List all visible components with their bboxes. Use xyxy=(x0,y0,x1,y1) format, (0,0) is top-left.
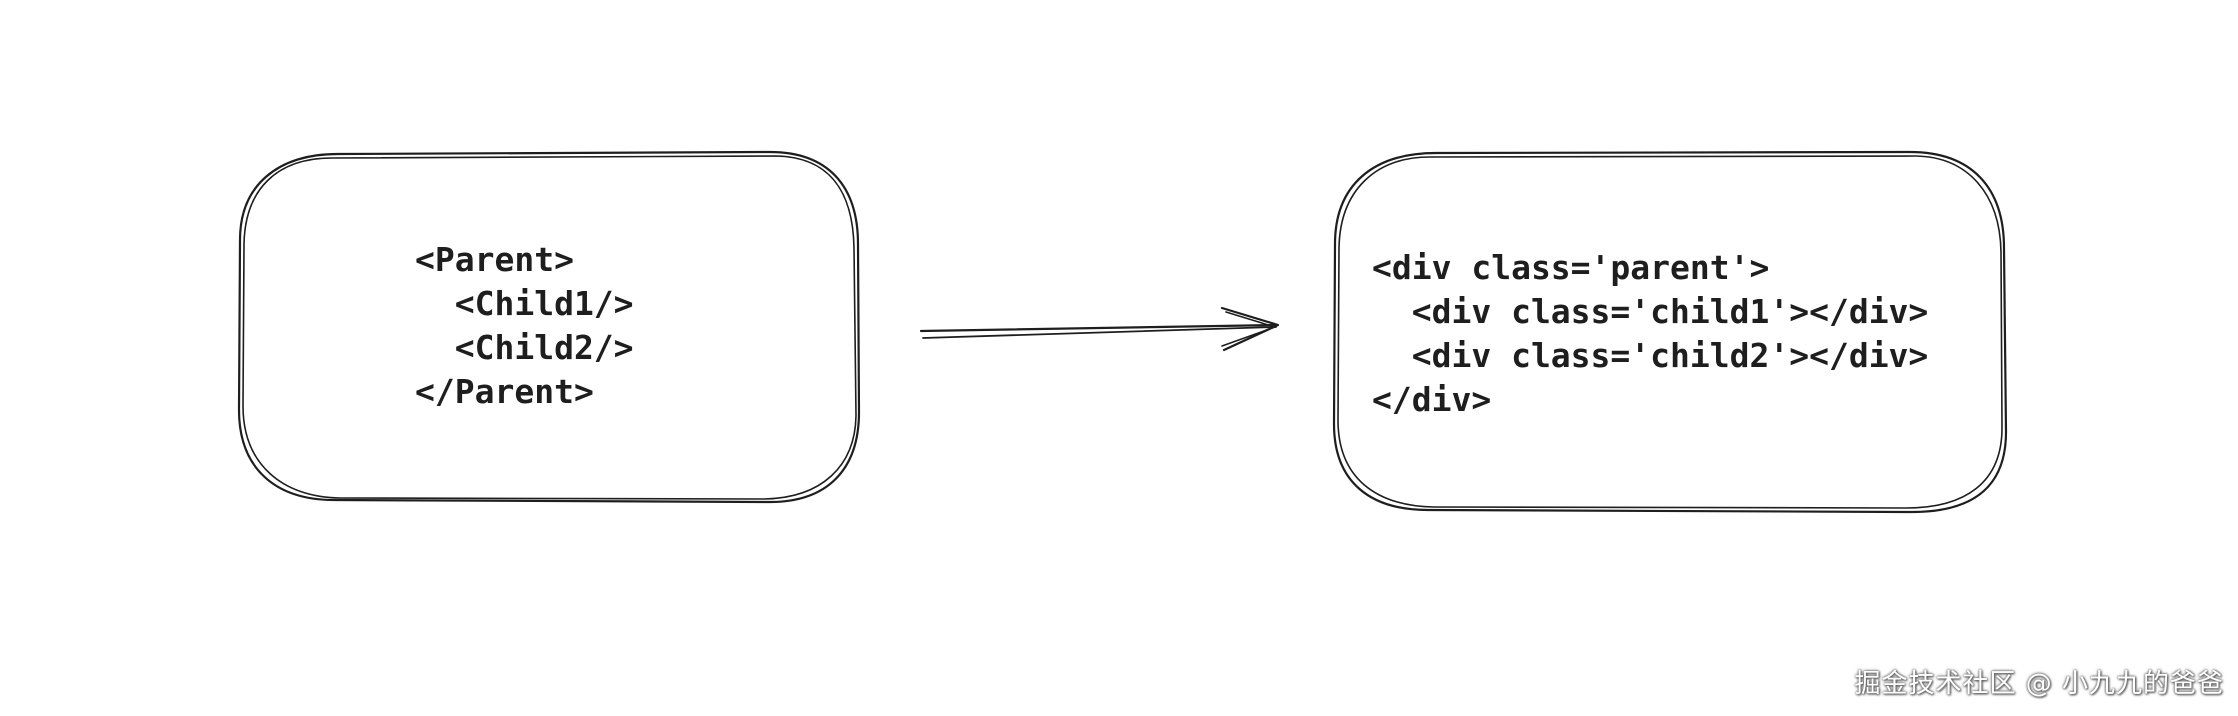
left-code-line: <Child2/> xyxy=(415,328,634,367)
right-box xyxy=(1332,150,2008,514)
right-code-block: <div class='parent'> <div class='child1'… xyxy=(1372,246,1928,422)
left-code-line: <Child1/> xyxy=(415,284,634,323)
right-code-line: <div class='child1'></div> xyxy=(1372,292,1929,331)
right-code-line: <div class='child2'></div> xyxy=(1372,336,1929,375)
transform-arrow xyxy=(919,306,1280,352)
left-code-block: <Parent> <Child1/> <Child2/> </Parent> xyxy=(415,238,634,414)
watermark: 掘金技术社区 @ 小九九的爸爸 xyxy=(1854,669,2224,699)
left-code-line: <Parent> xyxy=(415,240,574,279)
right-code-line: <div class='parent'> xyxy=(1372,248,1770,287)
left-code-line: </Parent> xyxy=(415,372,594,411)
right-code-line: </div> xyxy=(1372,380,1492,419)
left-box xyxy=(237,150,861,504)
